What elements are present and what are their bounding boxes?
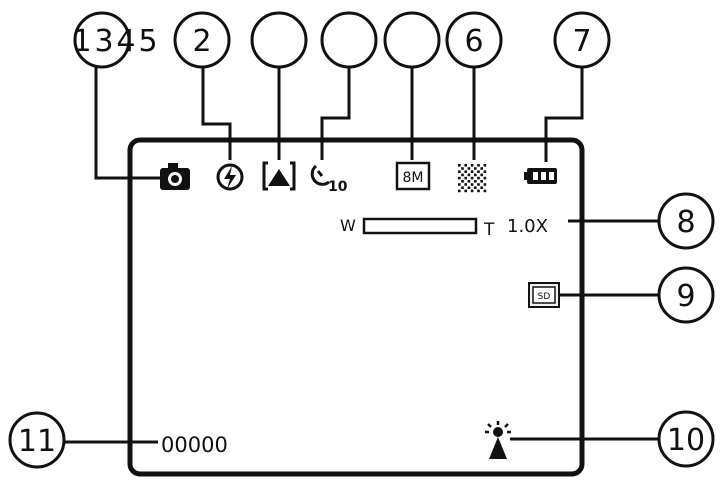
- callout-4-label: 4: [116, 24, 135, 59]
- quality-dot: [474, 167, 477, 170]
- resolution-icon: 8M: [395, 161, 431, 191]
- callout-empty-timer: [320, 11, 378, 69]
- quality-dot: [458, 170, 461, 173]
- callout-8-label: 8: [676, 205, 695, 240]
- quality-dot: [474, 173, 477, 177]
- flash-icon: [216, 163, 244, 191]
- callout-7: 7: [553, 11, 611, 69]
- callout-10-label: 10: [667, 423, 705, 458]
- quality-dot: [461, 186, 464, 189]
- callout-1-label: 1: [72, 24, 91, 59]
- timer-value: 10: [328, 179, 348, 195]
- quality-dot: [477, 176, 480, 180]
- quality-dot: [458, 176, 461, 180]
- quality-dot: [467, 167, 471, 170]
- quality-dot: [470, 183, 474, 186]
- callout-10: 10: [657, 410, 715, 468]
- camera-icon: [160, 163, 190, 190]
- white-balance-sun-icon: [485, 421, 511, 459]
- leader-line-7: [544, 67, 584, 162]
- callout-3-label: 3: [94, 24, 113, 59]
- quality-dot: [464, 164, 467, 167]
- quality-dot: [483, 189, 487, 193]
- quality-dot: [458, 189, 461, 193]
- sd-card-icon: SD: [528, 282, 560, 308]
- shot-counter: 00000: [161, 433, 228, 457]
- callout-2-label: 2: [192, 24, 211, 59]
- quality-dot: [477, 164, 480, 167]
- lcd-screen-frame: [127, 137, 585, 477]
- callout-9: 9: [657, 266, 715, 324]
- quality-dot: [480, 186, 483, 189]
- zoom-tele-label: T: [483, 220, 495, 240]
- self-timer-icon: [310, 164, 330, 186]
- callout-1345: 1 3 4 5: [72, 11, 158, 69]
- quality-dot: [477, 170, 480, 173]
- leader-line-2: [201, 67, 232, 160]
- callout-8: 8: [657, 192, 715, 250]
- quality-dot: [464, 183, 467, 186]
- quality-dot: [470, 164, 474, 167]
- callout-11-label: 11: [18, 424, 56, 459]
- quality-dot: [480, 173, 483, 177]
- quality-dot: [480, 167, 483, 170]
- quality-dot: [474, 180, 477, 183]
- leader-lines: [64, 67, 659, 444]
- quality-dot: [483, 176, 487, 180]
- zoom-value: 1.0X: [507, 216, 548, 237]
- callout-11: 11: [8, 411, 66, 469]
- quality-dot: [467, 180, 471, 183]
- callout-5-label: 5: [138, 24, 157, 59]
- resolution-label: 8M: [403, 170, 424, 186]
- quality-dot: [464, 189, 467, 193]
- quality-dot: [467, 173, 471, 177]
- callout-empty-scene: [250, 11, 308, 69]
- quality-dot: [483, 170, 487, 173]
- sd-label: SD: [538, 292, 551, 302]
- callout-empty-resolution: [383, 11, 441, 69]
- quality-dot: [461, 173, 464, 177]
- quality-dot: [480, 180, 483, 183]
- leader-line-timer: [320, 67, 351, 160]
- quality-dot: [461, 180, 464, 183]
- callout-6-label: 6: [464, 24, 483, 59]
- quality-dot: [467, 186, 471, 189]
- quality-dot: [477, 189, 480, 193]
- quality-dot: [464, 170, 467, 173]
- callout-9-label: 9: [676, 279, 695, 314]
- quality-dot: [458, 164, 461, 167]
- scene-mountain-icon: [262, 161, 296, 191]
- battery-icon: [524, 168, 557, 184]
- quality-icon: [458, 164, 487, 193]
- quality-dot: [470, 170, 474, 173]
- quality-dot: [477, 183, 480, 186]
- quality-dot: [483, 164, 487, 167]
- callout-2: 2: [173, 11, 231, 69]
- callout-7-label: 7: [572, 24, 591, 59]
- zoom-bar: [362, 217, 478, 235]
- quality-dot: [474, 186, 477, 189]
- callout-6: 6: [445, 11, 503, 69]
- quality-dot: [470, 189, 474, 193]
- quality-dot: [461, 167, 464, 170]
- quality-dot: [483, 183, 487, 186]
- quality-dot: [458, 183, 461, 186]
- quality-dot: [470, 176, 474, 180]
- quality-dot: [464, 176, 467, 180]
- leader-line-1345: [94, 67, 160, 180]
- zoom-wide-label: W: [340, 216, 356, 235]
